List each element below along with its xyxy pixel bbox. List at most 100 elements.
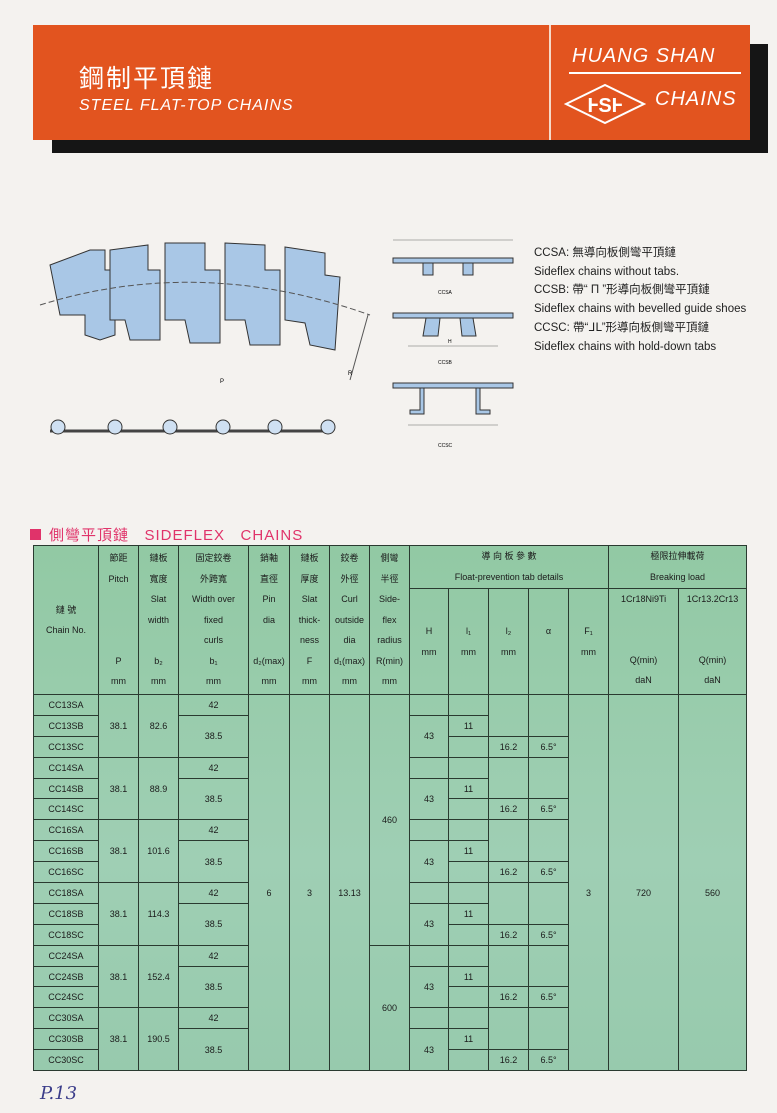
header-float-tab-line: 導 向 板 參 數 [481,551,537,561]
cross-section-diagrams: CCSA CCSB CCSC H [392,239,514,449]
section-title: 側彎平頂鏈 SIDEFLEX CHAINS [30,524,303,545]
chain-no-cell: CC16SC [33,861,99,884]
header-slat-thickness-line: ness [299,635,319,645]
f1-cell: 3 [567,693,610,1072]
chain-no-cell: CC30SA [33,1007,99,1030]
radius-label: R [348,371,353,377]
b1-cell: 38.5 [178,840,249,884]
header-slat-width-line: 寬度 [149,573,168,584]
header-q2-line: daN [704,675,721,685]
pitch-cell: 38.1 [98,694,139,758]
header-float-tab-line: Float-prevention tab details [454,571,564,582]
alpha-cell-empty [528,882,569,925]
l1-cell-empty [448,1007,489,1030]
l1-cell-empty [448,986,489,1009]
pitch-cell: 38.1 [98,756,139,821]
header-b1-line: b₁ [209,655,218,666]
header-f1-line: mm [581,646,597,657]
header-q1-line: 1Cr18Ni9Ti [620,594,667,604]
sideflex-radius-cell: 600 [369,944,410,1072]
header-q1-line: Q(min) [629,654,658,665]
alpha-cell: 6.5° [528,1049,569,1072]
l2-cell-empty [488,756,529,800]
l1-cell-empty [448,923,489,946]
header-b1-line: Width over [191,594,235,604]
l2-cell: 16.2 [488,1049,529,1072]
header-l1-line: l₁ [465,626,472,636]
chain-no-cell: CC24SB [33,965,99,988]
header-slat-width-line: b₂ [154,655,163,666]
header-l2-line: l₂ [505,626,512,636]
slat-width-cell: 101.6 [138,819,179,884]
header-sideflex-radius-line: flex [382,614,397,625]
header-pin-dia-line: dia [262,614,275,625]
l2-cell-empty [488,819,529,863]
chain-no-cell: CC24SC [33,986,99,1009]
l1-cell: 11 [448,714,489,737]
header-l2-line: mm [501,646,516,657]
header-chain-no-line: Chain No. [45,625,87,635]
header-slat-thickness-line: mm [302,676,317,686]
chain-no-cell: CC18SA [33,882,99,904]
l1-cell: 11 [448,902,489,925]
h-label: H [448,339,452,345]
chain-no-cell: CC18SC [33,923,99,946]
b1-cell: 38.5 [178,902,249,946]
l1-cell: 11 [448,1028,489,1051]
alpha-cell-empty [528,944,569,988]
b1-cell: 42 [178,882,249,904]
h-cell-empty [409,819,449,842]
header-breaking-load-line: Breaking load [650,571,706,582]
header-l2: l₂ mm [488,588,529,695]
h-cell: 43 [409,965,449,1009]
chain-no-cell: CC16SA [33,819,99,842]
header-sideflex-radius-line: radius [377,635,402,645]
alpha-cell: 6.5° [528,735,569,758]
l1-cell-empty [448,819,489,842]
chain-no-cell: CC16SB [33,840,99,863]
section-title-text: 側彎平頂鏈 SIDEFLEX CHAINS [49,527,304,544]
header-breaking-load-line: 極限拉伸載荷 [650,551,705,561]
title-cn: 鋼制平頂鏈 [79,64,215,93]
header-l1-line: mm [461,646,476,657]
header-curl-dia-line: outside [334,614,365,625]
header-pin-dia-line: mm [261,676,277,686]
q1-cell: 720 [608,693,680,1072]
header-pin-dia-line: 銷軸 [259,553,278,563]
pitch-cell: 38.1 [98,944,139,1009]
l2-cell: 16.2 [488,923,529,946]
header-sideflex-radius-line: Side- [378,594,400,604]
chain-no-cell: CC14SC [33,798,99,821]
header-slat-thickness-line: Slat [301,594,318,604]
alpha-cell-empty [528,694,569,737]
legend-ccsc-en: Sideflex chains with hold-down tabs [534,340,717,353]
h-cell: 43 [409,1028,449,1072]
slat-width-cell: 88.9 [138,756,179,821]
b1-cell: 38.5 [178,1028,249,1072]
header-slat-width-line: Slat [150,594,167,604]
header-q2-line: Q(min) [698,654,727,665]
chain-no-cell: CC24SA [33,944,99,967]
header-pitch-line: mm [111,676,126,686]
l1-cell-empty [448,882,489,904]
h-cell-empty [409,694,449,716]
header-pitch-line [99,610,138,631]
l1-cell: 11 [448,965,489,988]
header-curl-dia-line: dia [343,635,356,645]
ccsc-label: CCSC [438,443,453,449]
l1-cell-empty [448,735,489,758]
header-q2-line: 1Cr13.2Cr13 [686,594,739,604]
alpha-cell: 6.5° [528,923,569,946]
h-cell: 43 [409,777,449,821]
pin-dia-cell: 6 [248,693,290,1072]
slat-thickness-cell: 3 [289,693,330,1072]
